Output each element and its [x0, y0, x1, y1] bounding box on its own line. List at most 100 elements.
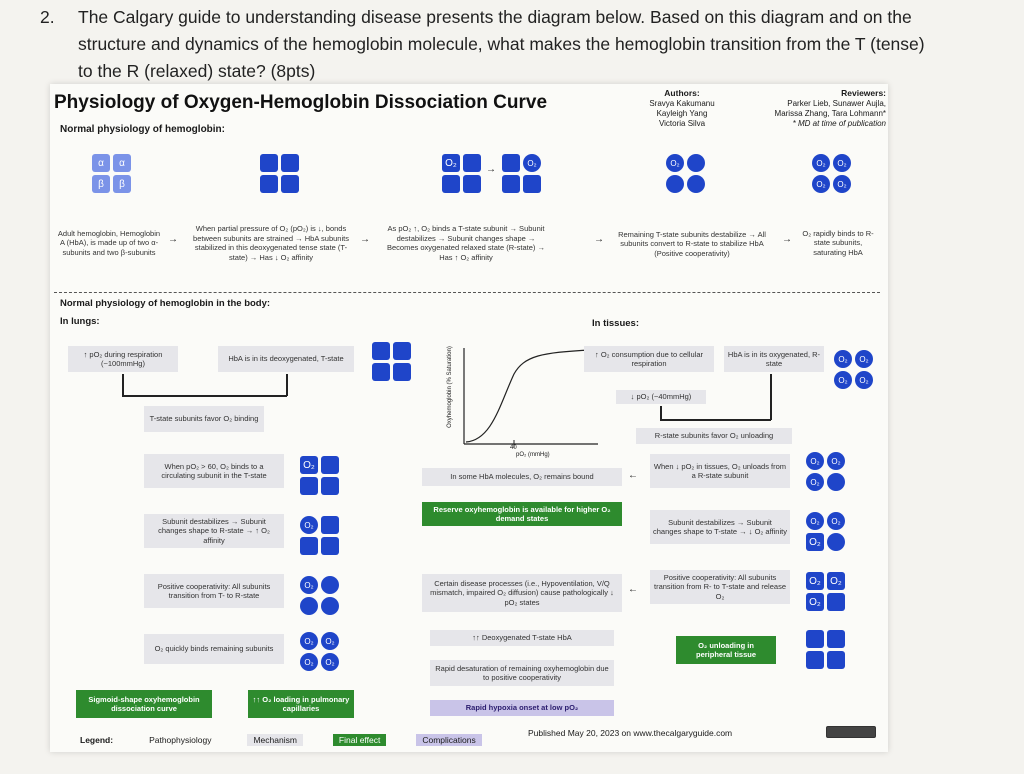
arrow-right-icon: →	[486, 164, 496, 175]
middle-final-effect: Reserve oxyhemoglobin is available for h…	[422, 502, 622, 526]
question-text: The Calgary guide to understanding disea…	[78, 7, 925, 81]
tissues-step-6: Subunit destabilizes → Subunit changes s…	[650, 510, 790, 544]
r-subunit-icon	[827, 473, 845, 491]
r-subunit-icon	[666, 175, 684, 193]
t-subunit-icon	[321, 477, 339, 495]
r-subunit-icon	[827, 533, 845, 551]
author: Kayleigh Yang	[656, 109, 708, 118]
o2-subunit-icon: O₂	[300, 456, 318, 474]
o2-subunit-icon: O₂	[833, 175, 851, 193]
r-subunit-icon	[687, 154, 705, 172]
t-subunit-icon	[372, 342, 390, 360]
o2-subunit-icon: O₂	[812, 175, 830, 193]
poster-title: Physiology of Oxygen-Hemoglobin Dissocia…	[54, 92, 548, 113]
author: Victoria Silva	[658, 119, 706, 128]
hemoglobin-subunits-icon: α α β β	[92, 154, 131, 193]
reviewer: Parker Lieb, Sunawer Aujla,	[787, 99, 886, 108]
beta-subunit-icon: β	[113, 175, 131, 193]
arrow-right-icon: →	[782, 234, 792, 245]
tissues-step-1: ↑ O₂ consumption due to cellular respira…	[584, 346, 714, 372]
lungs-step-5: Subunit destabilizes → Subunit changes s…	[144, 514, 284, 548]
connector-line	[770, 374, 772, 420]
connector-line	[660, 406, 662, 420]
beta-subunit-icon: β	[92, 175, 110, 193]
top-step-2: When partial pressure of O₂ (pO₂) is ↓, …	[193, 224, 349, 262]
tissues-step-4: R-state subunits favor O₂ unloading	[636, 428, 792, 444]
middle-step-3: ↑↑ Deoxygenated T-state HbA	[430, 630, 614, 646]
o2-subunit-icon: O₂	[523, 154, 541, 172]
t-subunit-icon	[463, 175, 481, 193]
tissues-step-2: HbA is in its oxygenated, R-state	[724, 346, 824, 372]
t-subunit-icon	[523, 175, 541, 193]
legend-mechanism: Mechanism	[247, 734, 303, 746]
lungs-step-7: O₂ quickly binds remaining subunits	[144, 634, 284, 664]
lungs-step-4: When pO₂ > 60, O₂ binds to a circulating…	[144, 454, 284, 488]
body-heading: Normal physiology of hemoglobin in the b…	[60, 298, 271, 309]
authors-label: Authors:	[664, 88, 700, 98]
top-step-3: As pO₂ ↑, O₂ binds a T-state subunit → S…	[387, 224, 545, 262]
lungs-step-1: ↑ pO₂ during respiration (~100mmHg)	[68, 346, 178, 372]
top-step-5: O₂ rapidly binds to R-state subunits, sa…	[802, 228, 874, 257]
t-subunit-icon	[372, 363, 390, 381]
reviewer: Marissa Zhang, Tara Lohmann*	[774, 109, 886, 118]
o2-subunit-icon: O₂	[806, 533, 824, 551]
t-subunit-icon	[806, 630, 824, 648]
o2-subunit-icon: O₂	[300, 576, 318, 594]
lungs-heading: In lungs:	[60, 316, 100, 327]
tissues-final-effect: O₂ unloading in peripheral tissue	[676, 636, 776, 664]
connector-line	[122, 374, 124, 396]
lungs-step-2: HbA is in its deoxygenated, T-state	[218, 346, 354, 372]
legend: Legend: Pathophysiology Mechanism Final …	[80, 734, 482, 746]
r-state-hemoglobin-icon: O₂	[300, 576, 339, 615]
tissues-step-7: Positive cooperativity: All subunits tra…	[650, 570, 790, 604]
arrow-right-icon: →	[360, 234, 370, 245]
o2-subunit-icon: O₂	[855, 371, 873, 389]
question: 2. The Calgary guide to understanding di…	[40, 4, 940, 85]
o2-subunit-icon: O₂	[827, 452, 845, 470]
o2-subunit-icon: O₂	[666, 154, 684, 172]
creative-commons-icon	[826, 726, 876, 738]
author: Sravya Kakumanu	[649, 99, 715, 108]
t-subunit-icon	[827, 593, 845, 611]
t-subunit-icon	[502, 154, 520, 172]
o2-subunit-icon: O₂	[833, 154, 851, 172]
o2-subunit-icon: O₂	[321, 653, 339, 671]
middle-step-2: Certain disease processes (i.e., Hypoven…	[422, 574, 622, 612]
curve-x-label: pO₂ (mmHg)	[516, 452, 550, 458]
middle-step-4: Rapid desaturation of remaining oxyhemog…	[430, 660, 614, 686]
t-state-hemoglobin-icon	[260, 154, 299, 193]
t-subunit-icon	[321, 516, 339, 534]
alpha-subunit-icon: α	[113, 154, 131, 172]
o2-subunit-icon: O₂	[827, 572, 845, 590]
o2-subunit-icon: O₂	[300, 653, 318, 671]
r-subunit-icon	[300, 597, 318, 615]
t-subunit-icon	[300, 537, 318, 555]
alpha-subunit-icon: α	[92, 154, 110, 172]
o2-subunit-icon: O₂	[806, 593, 824, 611]
reviewer-note: * MD at time of publication	[792, 119, 886, 128]
r-state-transition-icon: O₂	[502, 154, 541, 193]
o2-binding-t-state-icon: O₂	[300, 456, 339, 495]
legend-final-effect: Final effect	[332, 734, 387, 746]
section-divider	[54, 292, 880, 293]
t-subunit-icon	[442, 175, 460, 193]
lungs-final-effect: ↑↑ O₂ loading in pulmonary capillaries	[248, 690, 354, 718]
t-subunit-icon	[260, 175, 278, 193]
o2-subunit-icon: O₂	[321, 632, 339, 650]
curve-y-label: Oxyhemoglobin (% Saturation)	[447, 346, 453, 428]
r-state-hemoglobin-icon: O₂	[666, 154, 705, 193]
o2-binding-t-state-icon: O₂	[442, 154, 481, 193]
o2-subunit-icon: O₂	[855, 350, 873, 368]
r-subunit-icon	[321, 576, 339, 594]
published-note: Published May 20, 2023 on www.thecalgary…	[528, 728, 733, 738]
o2-subunit-icon: O₂	[834, 371, 852, 389]
t-subunit-icon	[806, 651, 824, 669]
connector-line	[122, 395, 287, 397]
lungs-final-effect: Sigmoid-shape oxyhemoglobin dissociation…	[76, 690, 212, 718]
middle-complication: Rapid hypoxia onset at low pO₂	[430, 700, 614, 716]
t-subunit-icon	[281, 175, 299, 193]
